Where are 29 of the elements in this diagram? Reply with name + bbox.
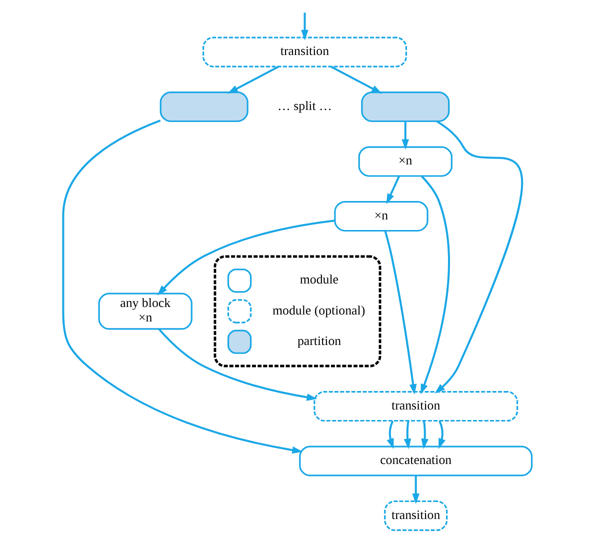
node-box <box>159 91 248 122</box>
node-box: transition <box>202 36 406 68</box>
arrow <box>438 420 446 450</box>
arrow <box>420 176 450 394</box>
arrow <box>434 120 522 394</box>
node-box: transition <box>384 500 448 532</box>
arrow <box>226 66 279 94</box>
arrow <box>158 328 317 401</box>
node-box: transition <box>313 390 518 422</box>
legend-label: module <box>299 272 338 287</box>
arrow <box>403 420 411 450</box>
label: … split … <box>277 98 332 113</box>
arrow <box>420 420 428 450</box>
node-box: ×n <box>358 146 452 177</box>
legend-label: module (optional) <box>272 303 365 318</box>
arrow <box>386 176 400 204</box>
arrow <box>300 12 308 40</box>
arrow <box>384 230 416 395</box>
node-box: concatenation <box>298 446 532 476</box>
arrow <box>62 120 302 454</box>
node-box: ×n <box>334 200 428 232</box>
node-box <box>360 91 450 122</box>
arrow <box>401 122 409 150</box>
arrow <box>156 220 334 296</box>
legend-label: partition <box>297 334 341 348</box>
node-box: any block ×n <box>98 292 192 330</box>
arrow <box>412 476 420 504</box>
arrow <box>386 420 394 450</box>
arrow <box>330 66 382 94</box>
